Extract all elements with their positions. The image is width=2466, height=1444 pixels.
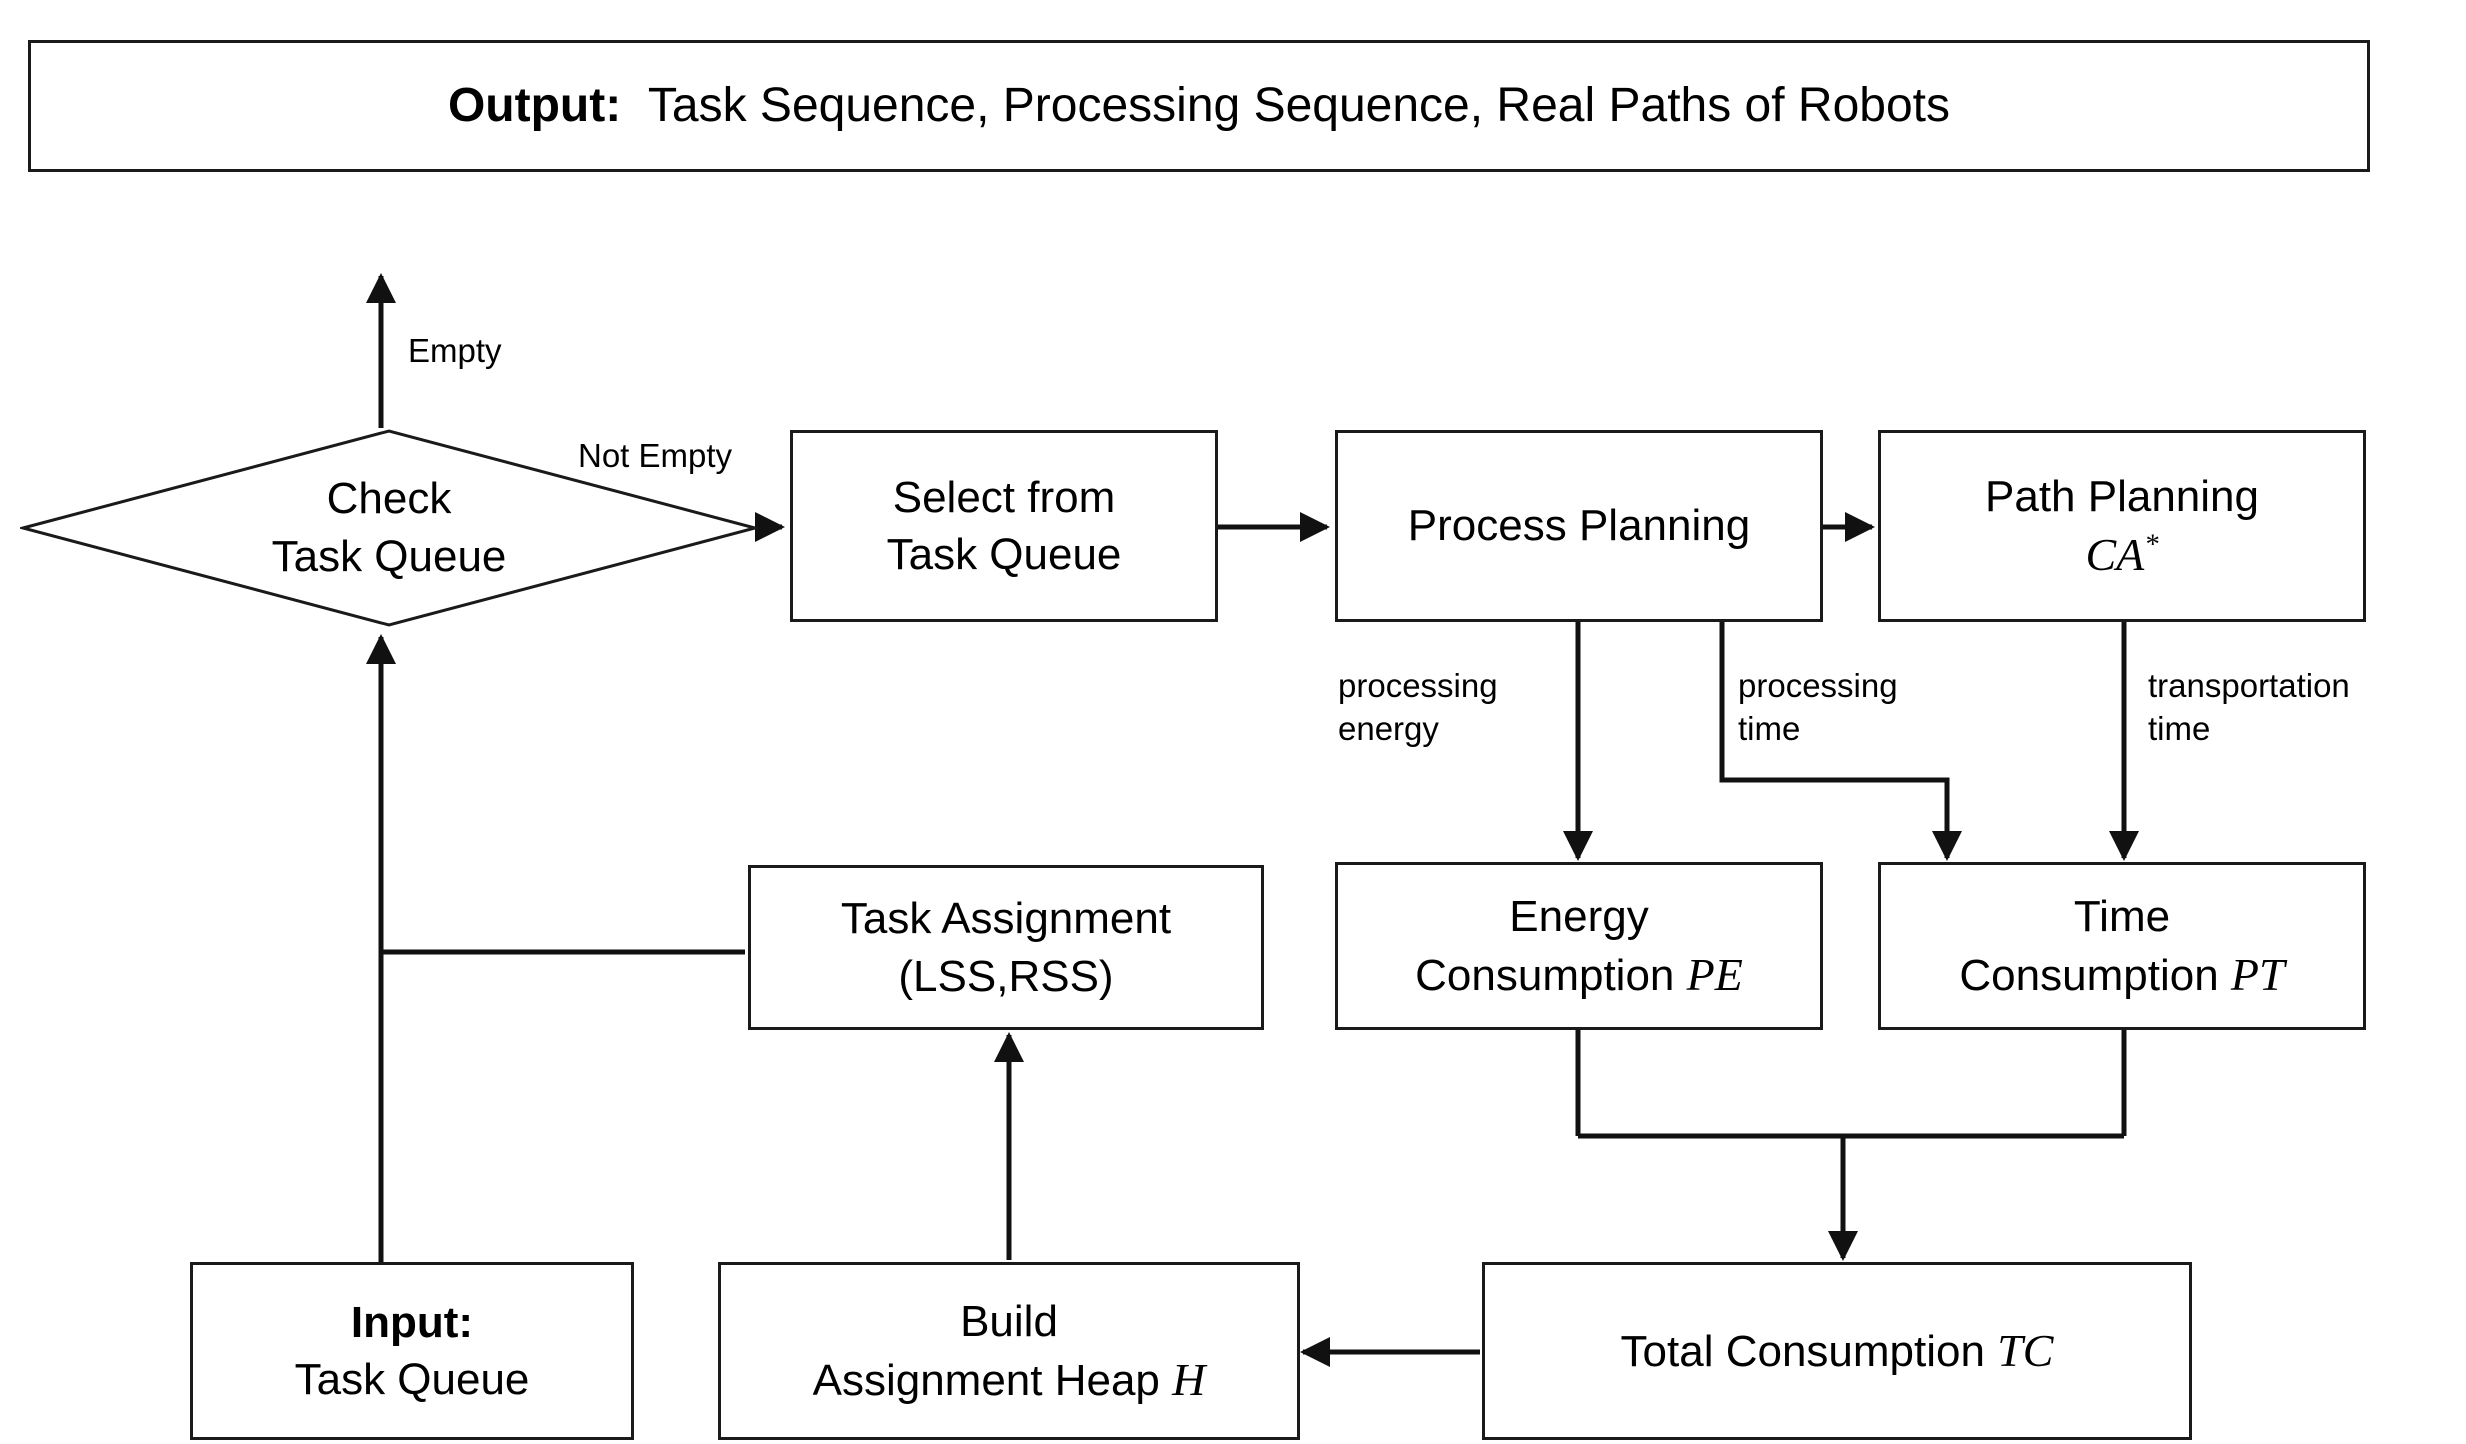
energy-consumption-symbol: PE xyxy=(1686,948,1743,1000)
energy-consumption-line-1: Energy xyxy=(1509,891,1649,941)
node-select-from-task-queue[interactable]: Select from Task Queue xyxy=(790,430,1218,622)
node-check-task-queue[interactable]: Check Task Queue xyxy=(20,428,758,628)
input-label-bold: Input: xyxy=(350,1297,474,1347)
total-consumption-text: Total Consumption xyxy=(1620,1327,1985,1377)
node-energy-consumption[interactable]: Energy Consumption PE xyxy=(1335,862,1823,1030)
node-build-assignment-heap[interactable]: Build Assignment Heap H xyxy=(718,1262,1300,1440)
check-line-1: Check xyxy=(326,473,452,523)
select-line-1: Select from xyxy=(892,472,1116,522)
edge-label-transportation-time: transportation time xyxy=(2148,667,2350,747)
check-line-2: Task Queue xyxy=(271,532,507,581)
total-consumption-line-1: Total Consumption TC xyxy=(1621,1321,2054,1381)
node-input[interactable]: Input: Task Queue xyxy=(190,1262,634,1440)
time-consumption-line-2: Consumption PT xyxy=(1959,945,2284,1005)
node-output[interactable]: Output: Task Sequence, Processing Sequen… xyxy=(28,40,2370,172)
output-label-rest: Task Sequence, Processing Sequence, Real… xyxy=(647,78,1951,132)
energy-consumption-text: Consumption xyxy=(1415,950,1675,1000)
node-time-consumption[interactable]: Time Consumption PT xyxy=(1878,862,2366,1030)
input-line-2: Task Queue xyxy=(294,1355,530,1404)
build-heap-line-2: Assignment Heap H xyxy=(813,1350,1206,1410)
edge-label-empty: Empty xyxy=(408,332,502,369)
task-assignment-line-2: (LSS,RSS) xyxy=(898,951,1114,1001)
edge-label-processing-energy: processing energy xyxy=(1338,667,1498,747)
build-heap-symbol: H xyxy=(1172,1353,1206,1405)
edge-label-not-empty: Not Empty xyxy=(578,437,733,474)
process-planning-line-1: Process Planning xyxy=(1407,501,1751,551)
node-task-assignment[interactable]: Task Assignment (LSS,RSS) xyxy=(748,865,1264,1030)
edge-label-processing-time: processing time xyxy=(1738,667,1898,747)
select-line-2: Task Queue xyxy=(886,530,1122,579)
energy-consumption-line-2: Consumption PE xyxy=(1415,945,1743,1005)
node-total-consumption[interactable]: Total Consumption TC xyxy=(1482,1262,2192,1440)
time-consumption-symbol: PT xyxy=(2230,948,2285,1000)
task-assignment-line-1: Task Assignment xyxy=(840,894,1172,944)
time-consumption-line-1: Time xyxy=(2073,891,2171,941)
node-process-planning[interactable]: Process Planning xyxy=(1335,430,1823,622)
output-label-bold: Output: xyxy=(447,78,622,132)
path-planning-line-1: Path Planning xyxy=(1985,471,2259,521)
path-planning-symbol-base: CA xyxy=(2085,528,2145,580)
node-path-planning[interactable]: Path Planning CA* xyxy=(1878,430,2366,622)
total-consumption-symbol: TC xyxy=(1997,1325,2054,1377)
output-label: Output: Task Sequence, Processing Sequen… xyxy=(448,75,1950,137)
build-heap-line-1: Build xyxy=(960,1296,1058,1346)
check-task-queue-label: Check Task Queue xyxy=(20,428,758,628)
time-consumption-text: Consumption xyxy=(1959,950,2219,1000)
build-heap-text: Assignment Heap xyxy=(812,1355,1160,1405)
path-planning-symbol-sup: * xyxy=(2144,529,2159,561)
path-planning-symbol: CA* xyxy=(2085,525,2158,585)
